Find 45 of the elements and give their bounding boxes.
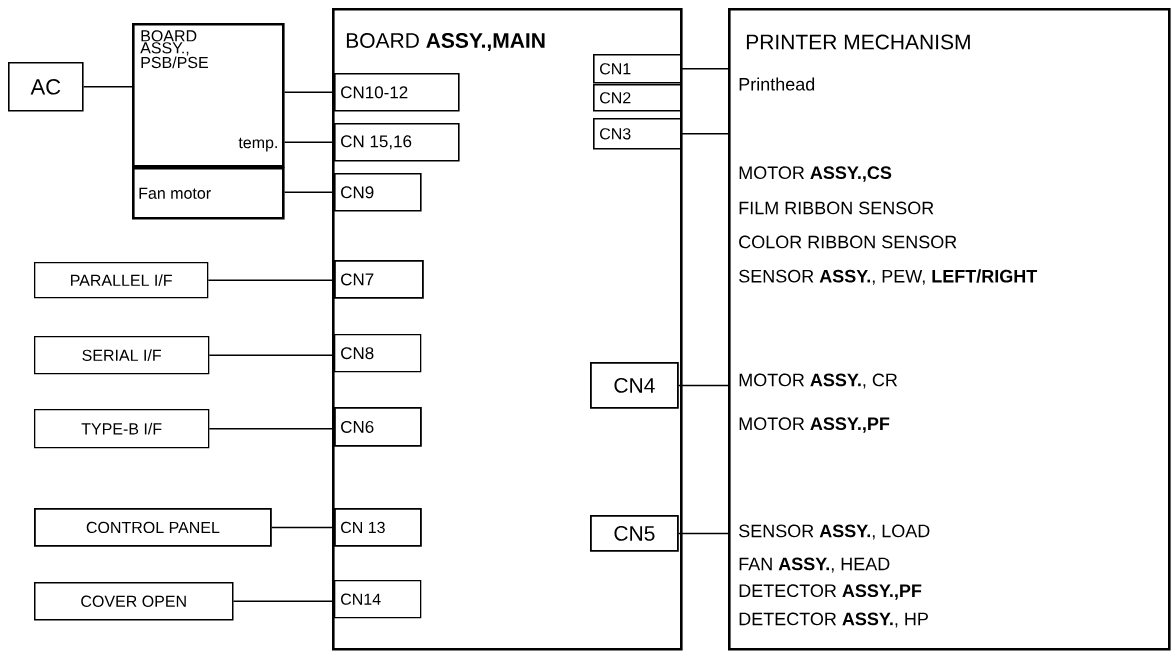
part-label: FILM RIBBON SENSOR — [739, 201, 934, 215]
connector-box: CN5 — [590, 515, 679, 552]
connector-line — [283, 141, 335, 144]
part-label: MOTOR ASSY., CR — [739, 373, 898, 389]
interface-box: PARALLEL I/F — [34, 262, 209, 299]
switch-box: COVER OPEN — [34, 582, 234, 621]
panel-box: CONTROL PANEL — [34, 508, 272, 547]
interface-box: TYPE-B I/F — [34, 409, 210, 449]
connector-box: CN4 — [590, 362, 679, 409]
connector-box: CN8 — [334, 334, 422, 373]
pin-label: temp. — [238, 137, 277, 152]
connector-box: CN10-12 — [334, 73, 460, 112]
part-label: DETECTOR ASSY.,PF — [739, 584, 922, 600]
connector-line — [283, 191, 335, 194]
connector-line — [232, 600, 335, 602]
connector-line — [82, 86, 133, 88]
connector-line — [207, 279, 335, 281]
connector-line — [283, 91, 335, 94]
connector-box: CN6 — [334, 407, 422, 447]
connector-line — [208, 354, 335, 356]
connector-box: CN1 — [593, 54, 682, 84]
connector-line — [208, 427, 335, 430]
part-label: DETECTOR ASSY., HP — [739, 612, 928, 628]
connector-line — [678, 384, 729, 387]
connector-box: CN9 — [334, 173, 422, 212]
part-label: FAN ASSY., HEAD — [739, 557, 890, 573]
connector-box: CN3 — [593, 118, 682, 150]
part-label: Printhead — [739, 77, 815, 91]
connector-line — [680, 68, 729, 70]
connector-box: CN 13 — [334, 508, 422, 547]
source-box: AC — [8, 62, 84, 112]
connector-box: CN14 — [334, 580, 422, 619]
connector-line — [271, 526, 335, 529]
interface-box: SERIAL I/F — [34, 336, 210, 375]
part-label: MOTOR ASSY.,PF — [739, 417, 890, 433]
part-label: COLOR RIBBON SENSOR — [739, 235, 957, 249]
part-label: SENSOR ASSY., LOAD — [739, 524, 930, 540]
part-label: MOTOR ASSY.,CS — [739, 166, 892, 182]
fan-motor-box: Fan motor — [132, 167, 285, 220]
connector-line — [680, 133, 729, 135]
connector-box: CN7 — [334, 260, 424, 299]
connector-box: CN 15,16 — [334, 123, 460, 162]
part-label: SENSOR ASSY., PEW, LEFT/RIGHT — [739, 269, 1038, 285]
connector-box: CN2 — [593, 84, 682, 112]
connector-line — [678, 532, 729, 535]
